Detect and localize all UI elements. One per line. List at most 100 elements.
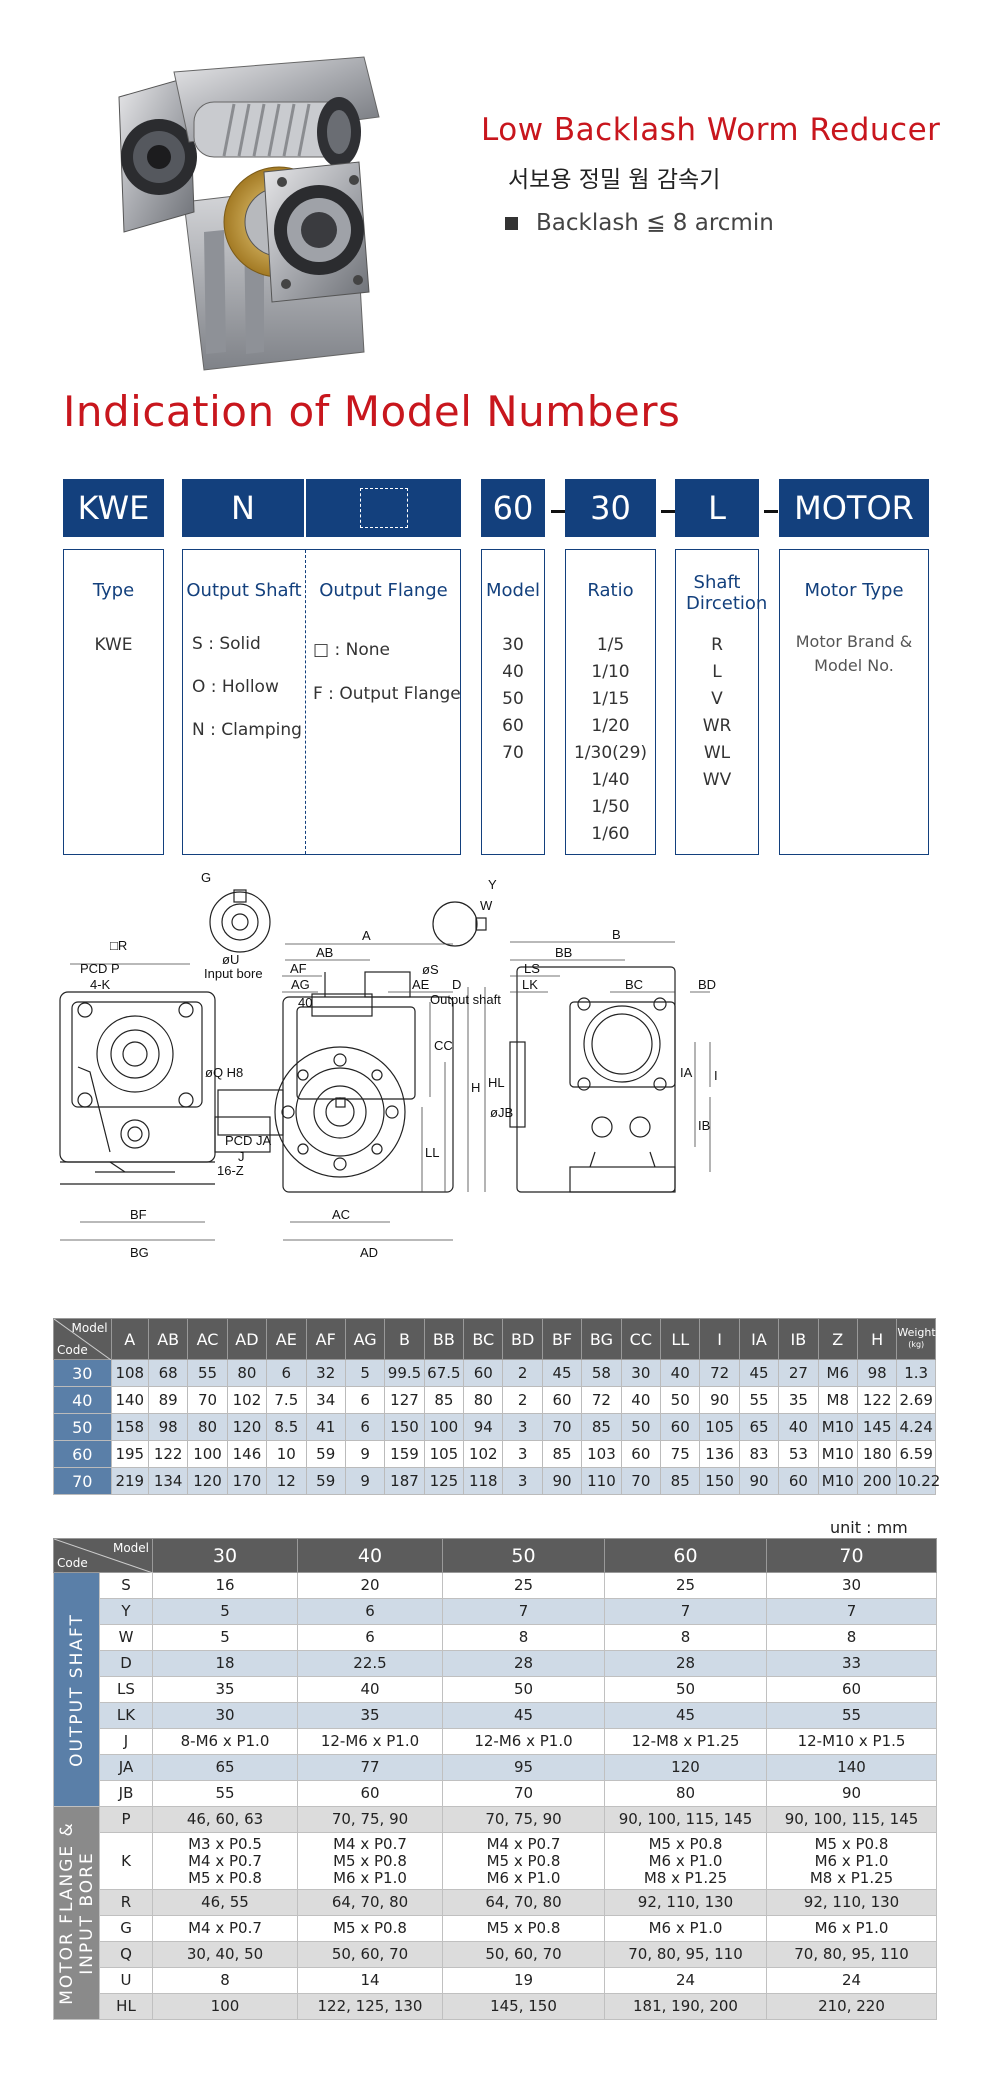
table-cell: 6.59 (896, 1440, 936, 1468)
desc-item: 30 (502, 635, 524, 655)
desc-item: 1/5 (596, 635, 625, 655)
table-corner: Model Code (53, 1318, 112, 1360)
table-cell: 200 (856, 1467, 898, 1495)
cell-line: M8 x P1.25 (809, 1868, 894, 1887)
param-label: LK (99, 1702, 153, 1729)
table-cell: 170 (226, 1467, 268, 1495)
column-header: IB (778, 1318, 819, 1360)
table-cell: 90, 100, 115, 145 (604, 1806, 767, 1833)
group-output-shaft: OUTPUT SHAFT (53, 1572, 100, 1807)
table-cell: 35 (152, 1676, 298, 1703)
param-label: Y (99, 1598, 153, 1625)
dash-separator (551, 510, 565, 513)
drawing-label: LS (524, 961, 540, 976)
param-label: D (99, 1650, 153, 1677)
row-code: 30 (53, 1359, 112, 1387)
drawing-label: B (612, 927, 621, 942)
table-cell: 64, 70, 80 (297, 1889, 443, 1916)
drawing-label: BG (130, 1245, 149, 1260)
desc-item: 40 (502, 662, 524, 682)
desc-item: 1/40 (591, 770, 630, 790)
table-cell: 34 (305, 1386, 346, 1414)
unit-label: unit : mm (830, 1518, 908, 1537)
code-box-type: KWE (63, 479, 164, 537)
table-cell: 180 (856, 1440, 898, 1468)
desc-head: Output Shaft (186, 580, 302, 601)
table-cell: 90, 100, 115, 145 (766, 1806, 937, 1833)
cell-line: M4 x P0.7 (188, 1851, 262, 1870)
param-label: S (99, 1572, 153, 1599)
model-header: 60 (604, 1538, 767, 1573)
desc-item: KWE (94, 635, 133, 655)
desc-item: WL (703, 743, 731, 763)
column-header: BG (581, 1318, 622, 1360)
table-cell: 90 (541, 1467, 583, 1495)
table-cell: 59 (305, 1467, 346, 1495)
drawing-label: Output shaft (430, 992, 501, 1007)
table-cell: 8 (766, 1624, 937, 1651)
desc-item: 1/15 (591, 689, 630, 709)
column-header: BC (463, 1318, 504, 1360)
table-cell: 33 (766, 1650, 937, 1677)
table-cell: 85 (541, 1440, 583, 1468)
drawing-label: J (238, 1149, 245, 1164)
table-cell: 60 (620, 1440, 662, 1468)
cell-line: M6 x P1.0 (486, 1868, 561, 1887)
column-header-weight: Weight (kg) (896, 1318, 936, 1360)
table-cell: 55 (187, 1359, 228, 1387)
table-cell: 6 (344, 1413, 386, 1441)
column-header: A (110, 1318, 149, 1360)
table-cell: 5 (152, 1598, 298, 1625)
table-cell: 45 (738, 1359, 780, 1387)
column-header: BB (423, 1318, 465, 1360)
table-cell: 118 (463, 1467, 504, 1495)
table-cell: 3 (502, 1467, 543, 1495)
table-cell: M6 x P1.0 (604, 1915, 767, 1942)
table-cell: 110 (581, 1467, 622, 1495)
model-header: 40 (297, 1538, 443, 1573)
table-cell: 7 (442, 1598, 605, 1625)
code-box-shaft-direction: L (675, 479, 759, 537)
table-cell: 102 (463, 1440, 504, 1468)
product-title: Low Backlash Worm Reducer (481, 112, 941, 148)
table-cell: 159 (384, 1440, 425, 1468)
param-label: JA (99, 1754, 153, 1781)
table-cell: 59 (305, 1440, 346, 1468)
empty-square-placeholder-icon (359, 488, 408, 528)
model-header: 30 (152, 1538, 298, 1573)
table-cell: 8 (152, 1967, 298, 1994)
code-box-motor: MOTOR (779, 479, 929, 537)
table-cell: 5 (344, 1359, 386, 1387)
row-code: 50 (53, 1413, 112, 1441)
table-cell: 72 (581, 1386, 622, 1414)
drawing-label: 4-K (90, 977, 111, 992)
column-header: IA (738, 1318, 780, 1360)
desc-model: Model 30 40 50 60 70 (481, 549, 545, 855)
dimension-table: Model Code A AB AC AD AE AF AG B BB BC B… (53, 1318, 940, 1495)
table-cell: 50, 60, 70 (297, 1941, 443, 1968)
drawing-label: øU (222, 952, 239, 967)
column-header: AE (266, 1318, 307, 1360)
drawing-label: D (452, 977, 461, 992)
cell-line: M6 x P1.0 (814, 1851, 889, 1870)
group-label-line: MOTOR FLANGE & (56, 1821, 77, 2005)
table-cell: 7.5 (266, 1386, 307, 1414)
drawing-label: □R (110, 938, 127, 953)
table-cell: 140 (110, 1386, 149, 1414)
table-cell: 70 (442, 1780, 605, 1807)
table-cell: 92, 110, 130 (604, 1889, 767, 1916)
table-cell: 92, 110, 130 (766, 1889, 937, 1916)
table-cell: 105 (423, 1440, 465, 1468)
table-cell: 24 (604, 1967, 767, 1994)
table-cell: 7 (766, 1598, 937, 1625)
desc-type: Type KWE (63, 549, 164, 855)
table-cell: 90 (699, 1386, 740, 1414)
drawing-label: PCD JA (225, 1133, 272, 1148)
